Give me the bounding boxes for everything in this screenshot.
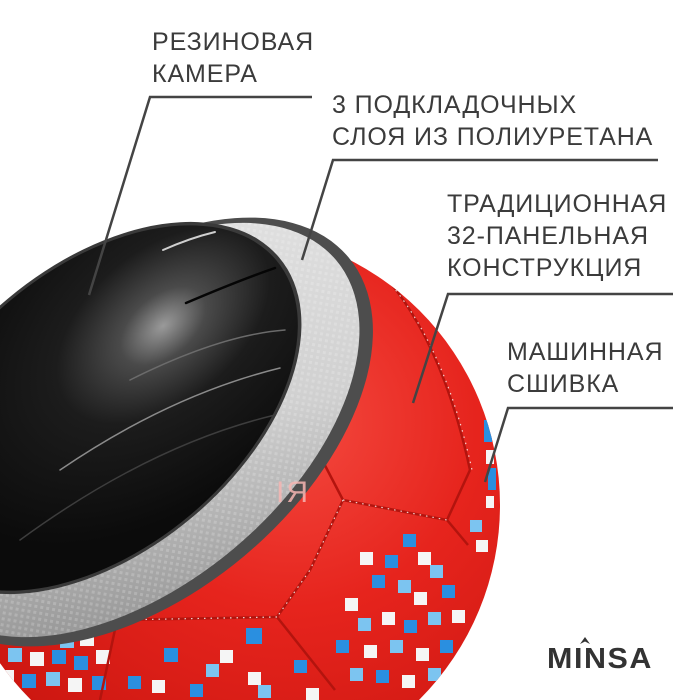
label-line: РЕЗИНОВАЯ [152,28,315,56]
star-icon [580,637,590,644]
label-rubber-bladder: РЕЗИНОВАЯ КАМЕРА [152,26,314,90]
leader-lines [87,95,673,483]
label-line: СШИВКА [507,370,620,398]
label-line: КОНСТРУКЦИЯ [447,254,643,282]
label-line: ТРАДИЦИОННАЯ [447,190,668,218]
label-machine-stitching: МАШИННАЯ СШИВКА [507,336,663,400]
label-line: МАШИННАЯ [507,338,664,366]
label-line: 3 ПОДКЛАДОЧНЫХ [332,91,578,119]
ball-print-text: IЯ [276,476,310,509]
label-line: 32-ПАНЕЛЬНАЯ [447,222,649,250]
label-panel-construction: ТРАДИЦИОННАЯ 32-ПАНЕЛЬНАЯ КОНСТРУКЦИЯ [447,188,667,284]
label-line: КАМЕРА [152,60,258,88]
label-line: СЛОЯ ИЗ ПОЛИУРЕТАНА [332,123,654,151]
rubber-bladder [0,225,298,591]
leader-line-stitching [483,406,673,483]
leader-line-panels [411,292,673,404]
leader-line-lining [300,158,658,261]
brand-logo: MINSA [547,643,654,675]
cutaway-section [0,217,373,647]
leader-line-bladder [87,95,312,296]
label-lining-layers: 3 ПОДКЛАДОЧНЫХ СЛОЯ ИЗ ПОЛИУРЕТАНА [332,89,653,153]
